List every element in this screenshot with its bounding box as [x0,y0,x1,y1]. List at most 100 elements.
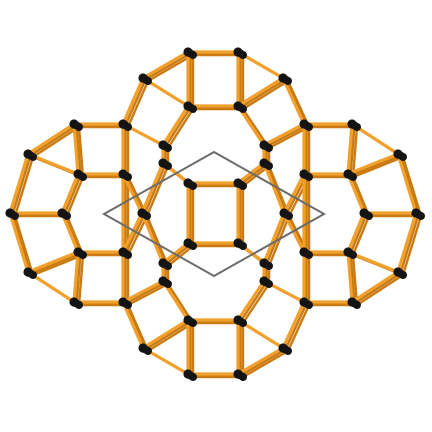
bond-1-61 [29,252,82,275]
bond-0-39 [126,303,150,353]
bond-1-57 [75,252,82,305]
bond-0-11 [267,214,291,268]
atom-c5-2 [158,158,168,168]
atom-r5-2 [347,297,357,307]
atom-b8-2 [299,297,309,307]
bond-1-58 [63,174,82,216]
bond-0-24 [286,79,311,129]
bond-1-53 [11,154,32,216]
bond-1-11 [265,213,288,266]
bond-2-21 [141,50,190,80]
atom-b4-2 [278,343,288,353]
bond-1-39 [124,302,147,351]
bond-1-45 [239,281,268,323]
bond-1-38 [239,348,287,377]
bond-2-31 [236,76,285,108]
bond-2-46 [141,318,190,350]
atom-l7-2 [57,208,67,218]
atom-t2-2 [233,47,243,57]
bond-0-17 [126,214,149,257]
bond-0-23 [126,79,150,129]
atom-c8-2 [259,258,269,268]
bond-2-69 [396,152,418,215]
bond-0-58 [65,175,85,218]
bond-1-69 [399,154,420,216]
bond-1-59 [63,213,82,255]
atom-b7-2 [118,297,128,307]
bond-0-56 [77,125,85,179]
bond-2-53 [8,152,30,215]
bond-1-76 [349,154,402,177]
bond-2-76 [346,152,400,176]
bond-2-17 [121,211,144,254]
bond-2-54 [8,211,30,274]
bond-1-72 [349,124,356,177]
bond-2-72 [346,122,354,176]
bond-0-70 [401,214,423,277]
bond-2-11 [262,211,286,265]
atom-c3-2 [183,238,193,248]
bond-2-6 [161,241,190,265]
atom-l4-2 [23,267,33,277]
unit-cell [101,150,327,278]
bond-1-9 [143,213,167,266]
bond-1-17 [124,213,146,255]
atom-t7-2 [118,119,128,129]
atom-l6-2 [73,169,83,179]
bond-2-56 [72,122,80,176]
atom-b2-2 [233,369,243,379]
bond-0-72 [351,125,359,179]
bond-2-52 [26,122,76,156]
bond-0-53 [13,155,35,218]
bond-0-9 [145,214,170,268]
bond-0-28 [166,107,195,150]
bond-2-71 [350,270,400,304]
bond-0-38 [241,349,290,379]
atom-t10-2 [259,140,269,150]
bond-0-45 [241,282,271,325]
bond-2-10 [262,161,286,215]
bond-2-74 [346,172,366,215]
bond-0-33 [267,125,311,150]
atom-l9-2 [118,169,128,179]
bond-1-56 [75,124,82,177]
bond-2-23 [121,76,145,126]
atom-c6-2 [259,158,269,168]
bond-1-70 [399,213,420,275]
bond-2-73 [346,250,354,304]
atom-b6-2 [233,315,243,325]
bond-2-24 [281,76,306,126]
bond-0-57 [77,253,85,307]
atom-c1-2 [183,178,193,188]
bond-1-28 [164,106,192,148]
bond-2-9 [140,211,165,265]
bond-1-73 [349,252,356,305]
bond-0-69 [401,155,423,218]
atom-r3-2 [411,208,421,218]
bond-1-23 [124,78,147,127]
bond-2-48 [121,279,165,304]
bond-2-8 [140,161,165,215]
bond-2-33 [262,122,306,147]
atom-b10-2 [259,276,269,286]
atom-c7-2 [158,258,168,268]
atom-l10-2 [118,247,128,257]
atom-c9-2 [137,208,147,218]
bond-1-40 [284,302,308,351]
atom-t5-2 [183,101,193,111]
atom-r9-2 [299,169,309,179]
atom-t9-2 [158,140,168,150]
atom-t6-2 [233,101,243,111]
bond-0-61 [31,253,85,277]
bond-2-45 [236,279,266,322]
bond-0-48 [126,282,170,307]
atom-r1-2 [347,119,357,129]
atom-c4-2 [233,238,243,248]
atom-r8-2 [343,247,353,257]
bond-1-10 [265,163,288,216]
bond-0-54 [13,214,35,277]
bond-2-18 [282,172,306,215]
bond-2-58 [60,172,80,215]
